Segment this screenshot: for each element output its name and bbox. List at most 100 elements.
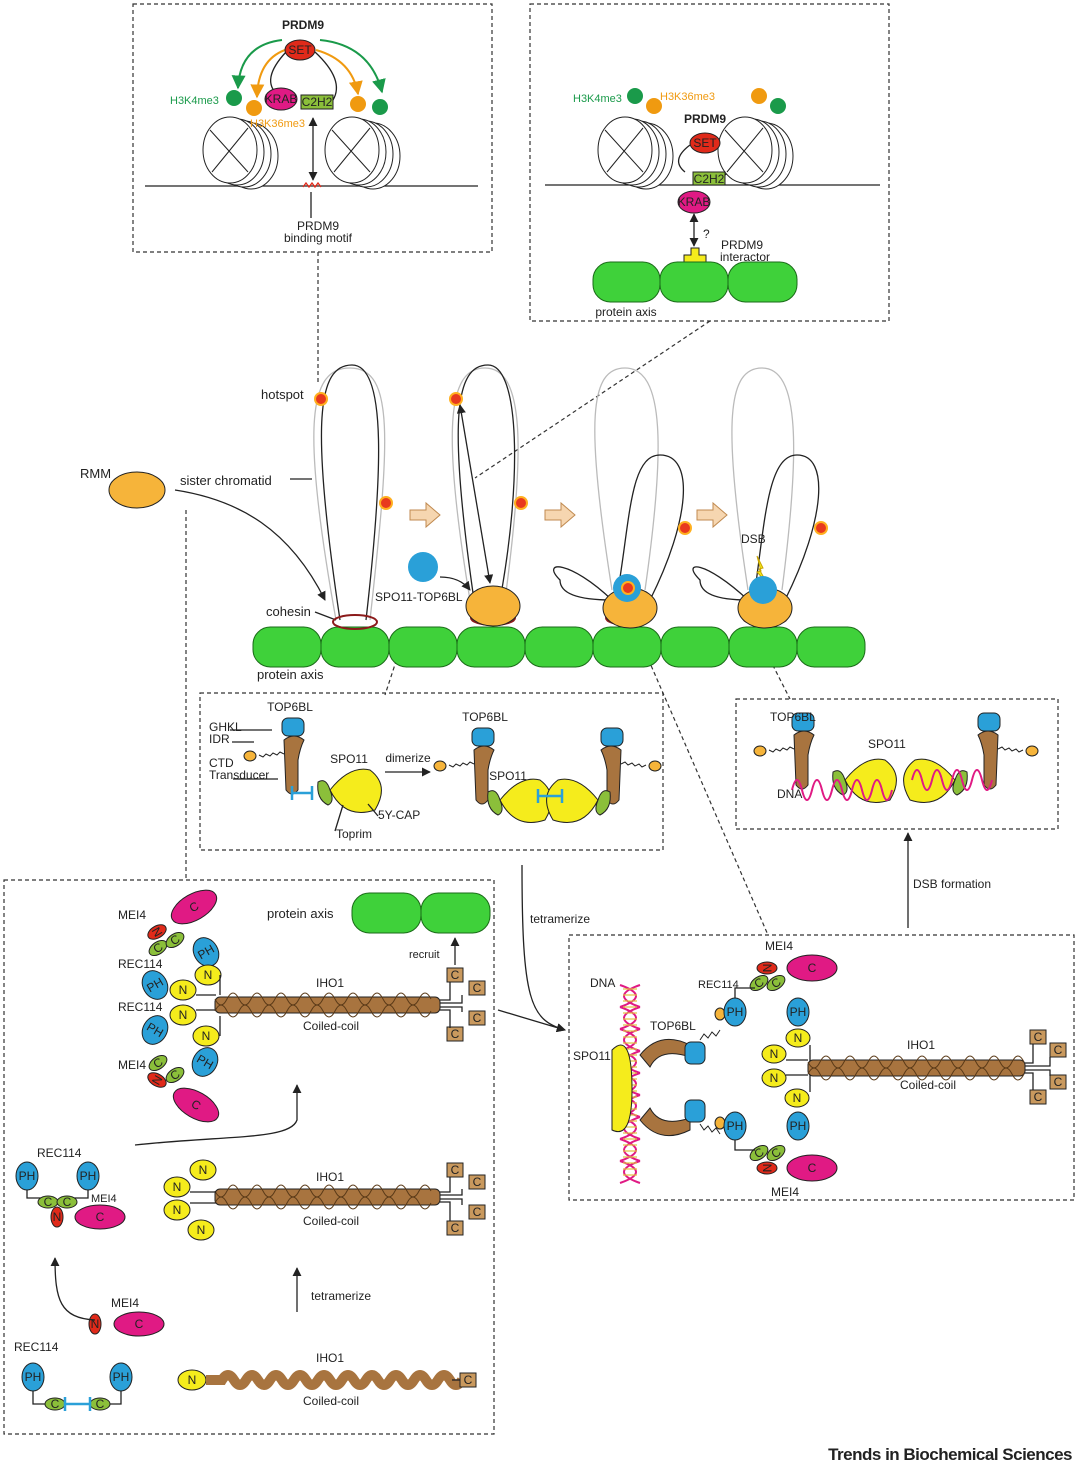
set-domain-shape bbox=[284, 39, 316, 61]
nucleosome bbox=[324, 116, 401, 190]
h3k4me3-mark bbox=[226, 90, 242, 106]
rec114-c-domain: C bbox=[37, 1195, 59, 1209]
cohesin-label: cohesin bbox=[266, 604, 311, 619]
mei4-c-domain-shape bbox=[113, 1311, 165, 1337]
h3k4me3-mark bbox=[627, 88, 643, 104]
rec114-c-domain: C bbox=[56, 1195, 78, 1209]
svg-text:C: C bbox=[464, 1373, 473, 1387]
iho1-n-domain-text: N bbox=[179, 1008, 188, 1022]
coiled-coil-rod bbox=[807, 1055, 1026, 1081]
rec114-c-domain-shape bbox=[766, 1144, 786, 1162]
cohesin-ring bbox=[332, 614, 378, 630]
mei4-n-domain-shape bbox=[88, 1313, 102, 1335]
top6bl-label: TOP6BL bbox=[770, 710, 816, 724]
mei4-label: MEI4 bbox=[91, 1193, 117, 1205]
top6bl-ghkl bbox=[684, 1099, 706, 1123]
mei4-n-domain: N bbox=[88, 1313, 102, 1335]
c-terminal-box: C bbox=[446, 967, 464, 983]
h3k36me3-label: H3K36me3 bbox=[660, 91, 715, 103]
transducer-label: Transducer bbox=[209, 768, 269, 782]
rec114-ph-domain: PH bbox=[15, 1161, 39, 1191]
c2h2-domain: C2H2 bbox=[692, 171, 726, 186]
iho1-n-domain-text: N bbox=[179, 983, 188, 997]
interactor-label-1: PRDM9 bbox=[721, 238, 763, 252]
rec114-label: REC114 bbox=[37, 1146, 82, 1160]
spo11-dimer bbox=[611, 1044, 633, 1133]
top6bl-dimer-right bbox=[600, 727, 662, 805]
panel-spo11-top6bl bbox=[199, 692, 664, 851]
rec114-ph-domain-shape bbox=[141, 1015, 169, 1045]
progression-arrow-icon bbox=[544, 501, 576, 529]
spo11-label: SPO11 bbox=[330, 752, 368, 766]
rec114-ph-domain-text: PH bbox=[80, 1169, 97, 1183]
mei4-n-domain-text: N bbox=[91, 1317, 100, 1331]
rec114-ph-domain-text: PH bbox=[25, 1370, 42, 1384]
c-terminal-box: C bbox=[468, 1010, 486, 1026]
mei4-c-domain: C bbox=[172, 1087, 220, 1123]
spo11-top6bl-complex bbox=[408, 552, 438, 582]
h3k4me3-label: H3K4me3 bbox=[170, 95, 219, 107]
rec114-c-domain-text: C bbox=[44, 1195, 53, 1209]
mei4-label: MEI4 bbox=[771, 1185, 799, 1199]
mei4-n-domain-shape bbox=[50, 1206, 64, 1228]
top6bl-ghkl bbox=[684, 1041, 706, 1065]
mei4-c-domain: C bbox=[786, 1154, 838, 1182]
rmm-complex-shape bbox=[465, 585, 521, 627]
mei4-label: MEI4 bbox=[118, 908, 146, 922]
top6bl-ctd-shape bbox=[714, 1116, 726, 1130]
rec114-c-domain-shape bbox=[749, 974, 769, 992]
iho1-n-domain-shape bbox=[169, 1004, 197, 1026]
rmm-label: RMM bbox=[80, 466, 111, 481]
interactor-shape bbox=[683, 247, 707, 263]
c-terminal-box: C bbox=[459, 1372, 477, 1388]
c-terminal-box: C bbox=[1049, 1074, 1067, 1090]
set-domain: SET bbox=[284, 39, 316, 61]
hotspot-dot bbox=[678, 521, 692, 535]
iho1-n-domain-text: N bbox=[202, 1029, 211, 1043]
binding-motif-zigzag bbox=[302, 181, 322, 189]
rec114-ph-domain: PH bbox=[786, 997, 810, 1027]
rmm-complex bbox=[465, 585, 521, 627]
hotspot-dot bbox=[814, 521, 828, 535]
mei4-c-domain-text: C bbox=[808, 961, 817, 975]
iho1-n-domain-shape bbox=[784, 1088, 810, 1108]
mei4-c-domain: C bbox=[170, 889, 218, 925]
panel-dsb bbox=[735, 698, 1059, 830]
hotspot-dot bbox=[314, 392, 328, 406]
mei4-c-domain: C bbox=[786, 954, 838, 982]
top6bl bbox=[753, 712, 815, 790]
krab-domain: KRAB bbox=[264, 87, 298, 111]
hotspot-dot bbox=[379, 496, 393, 510]
mei4-c-domain-shape bbox=[786, 954, 838, 982]
iho1-n-domain-shape bbox=[189, 1159, 217, 1181]
iho1-label: IHO1 bbox=[316, 1351, 344, 1365]
rec114-c-domain: C bbox=[749, 974, 769, 992]
iho1-n-domain-shape bbox=[187, 1219, 215, 1241]
iho1-label: IHO1 bbox=[316, 1170, 344, 1184]
mei4-c-domain: C bbox=[113, 1311, 165, 1337]
rec114-c-domain: C bbox=[44, 1397, 66, 1411]
iho1-n-domain-shape bbox=[761, 1068, 787, 1088]
panel-prdm9-motif bbox=[132, 3, 493, 253]
top6bl-transducer bbox=[639, 1038, 691, 1137]
dimer-interface-bar bbox=[536, 789, 564, 803]
rec114-c-domain: C bbox=[165, 1067, 185, 1083]
rec114-ph-domain: PH bbox=[21, 1362, 45, 1392]
dimerize-label: dimerize bbox=[385, 751, 431, 765]
iho1-n-domain: N bbox=[761, 1044, 787, 1064]
dimer-interface-bar bbox=[290, 786, 314, 800]
rec114-ph-domain: PH bbox=[141, 1015, 169, 1045]
iho1-n-domain-shape bbox=[192, 1025, 220, 1047]
nucleosome bbox=[202, 116, 279, 190]
iho1-n-domain: N bbox=[189, 1159, 217, 1181]
top6bl-dimer-label: TOP6BL bbox=[462, 710, 508, 724]
dna-broken bbox=[791, 769, 993, 801]
dsb-label: DSB bbox=[741, 532, 766, 546]
iho1-n-domain-text: N bbox=[794, 1031, 803, 1045]
rmm-complex-shape bbox=[108, 471, 166, 509]
iho1-n-domain-shape bbox=[163, 1199, 191, 1221]
rec114-c-domain-text: C bbox=[51, 1397, 60, 1411]
svg-text:C: C bbox=[473, 981, 482, 995]
rec114-c-domain: C bbox=[766, 1144, 786, 1162]
rec114-c-domain-shape bbox=[56, 1195, 78, 1209]
